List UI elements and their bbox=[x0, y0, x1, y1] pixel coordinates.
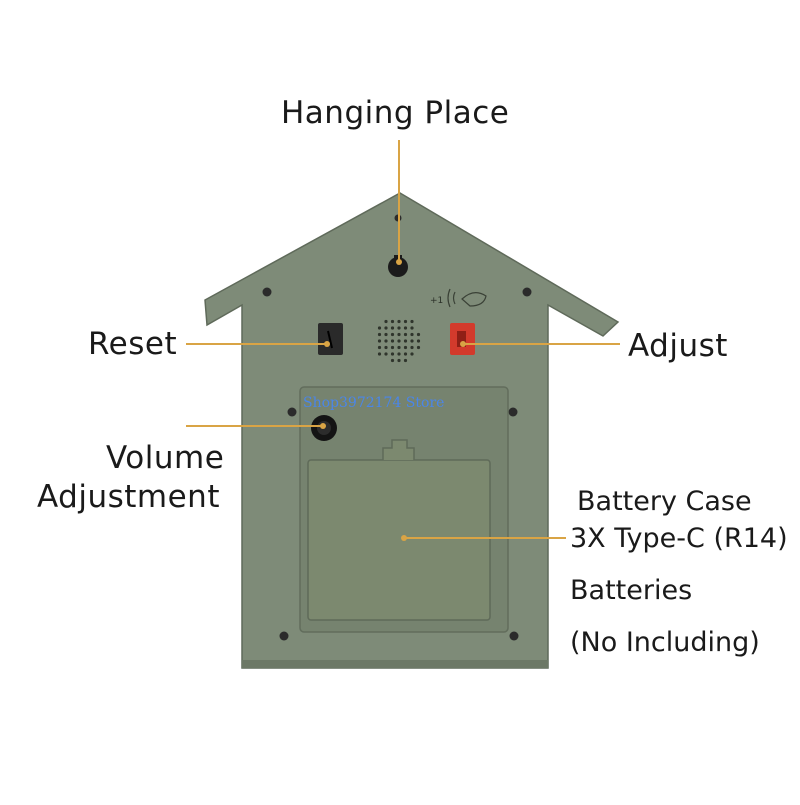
grille-hole bbox=[390, 358, 395, 363]
grille-hole bbox=[410, 339, 414, 343]
speaker-grille-icon bbox=[377, 319, 421, 363]
label-adjust: Adjust bbox=[628, 328, 728, 364]
grille-hole bbox=[416, 345, 421, 350]
grille-hole bbox=[397, 339, 401, 343]
grille-hole bbox=[390, 339, 395, 343]
grille-hole bbox=[384, 352, 388, 356]
grille-hole bbox=[390, 352, 395, 356]
grille-hole bbox=[403, 352, 408, 356]
label-hanging-place: Hanging Place bbox=[281, 95, 510, 131]
body-bottom-edge bbox=[242, 660, 548, 668]
label-battery-line3: Batteries bbox=[570, 575, 693, 606]
grille-hole bbox=[397, 332, 401, 337]
grille-hole bbox=[397, 319, 401, 324]
battery-cover-latch[interactable] bbox=[382, 439, 415, 460]
reset-button[interactable] bbox=[318, 323, 343, 355]
label-battery-line1: Battery Case bbox=[577, 486, 752, 517]
adjust-button[interactable] bbox=[450, 323, 475, 355]
grille-hole bbox=[377, 339, 382, 343]
grille-hole bbox=[416, 339, 421, 343]
volume-step-text: +1 bbox=[430, 296, 443, 306]
grille-hole bbox=[397, 326, 401, 330]
grille-hole bbox=[377, 345, 382, 350]
grille-hole bbox=[410, 332, 414, 337]
grille-hole bbox=[403, 339, 408, 343]
grille-hole bbox=[403, 332, 408, 337]
label-volume-line2: Adjustment bbox=[37, 479, 220, 515]
grille-hole bbox=[390, 326, 395, 330]
label-battery-line2: 3X Type-C (R14) bbox=[570, 523, 788, 554]
grille-hole bbox=[384, 339, 388, 343]
grille-hole bbox=[397, 358, 401, 363]
leader-endpoints bbox=[320, 259, 466, 541]
grille-hole bbox=[390, 345, 395, 350]
bird-sound-icon bbox=[447, 288, 487, 308]
grille-hole bbox=[384, 332, 388, 337]
leader-lines bbox=[186, 140, 620, 539]
grille-hole bbox=[397, 345, 401, 350]
grille-hole bbox=[390, 319, 395, 324]
grille-hole bbox=[410, 345, 414, 350]
label-battery-line4: (No Including) bbox=[570, 627, 760, 658]
grille-hole bbox=[384, 326, 388, 330]
grille-hole bbox=[377, 352, 382, 356]
label-volume-line1: Volume bbox=[106, 440, 225, 476]
grille-hole bbox=[384, 345, 388, 350]
label-reset: Reset bbox=[88, 326, 178, 362]
grille-hole bbox=[384, 319, 388, 324]
grille-hole bbox=[377, 326, 382, 330]
grille-hole bbox=[403, 358, 408, 363]
grille-hole bbox=[410, 319, 414, 324]
grille-hole bbox=[403, 319, 408, 324]
grille-hole bbox=[403, 345, 408, 350]
grille-hole bbox=[410, 326, 414, 330]
store-watermark: Shop3972174 Store bbox=[303, 395, 445, 411]
battery-cover[interactable] bbox=[307, 459, 491, 621]
grille-hole bbox=[377, 332, 382, 337]
grille-hole bbox=[416, 332, 421, 337]
grille-hole bbox=[397, 352, 401, 356]
grille-hole bbox=[410, 352, 414, 356]
grille-hole bbox=[403, 326, 408, 330]
grille-hole bbox=[390, 332, 395, 337]
